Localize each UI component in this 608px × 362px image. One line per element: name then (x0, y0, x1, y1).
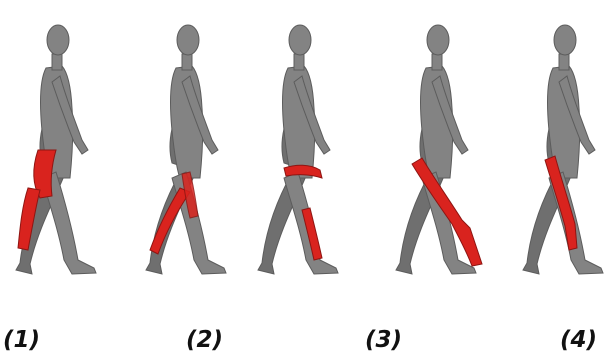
walking-figures (0, 0, 608, 320)
walker-figure-5 (523, 25, 603, 274)
walker-figure-1 (16, 25, 96, 274)
walker-figure-3 (258, 25, 338, 274)
walker-figure-4 (396, 25, 482, 274)
phase-label-4: (4) (560, 329, 597, 352)
walker-figure-2 (146, 25, 226, 274)
phase-label-3: (3) (365, 329, 402, 352)
phase-label-2: (2) (186, 329, 223, 352)
phase-label-1: (1) (3, 329, 40, 352)
